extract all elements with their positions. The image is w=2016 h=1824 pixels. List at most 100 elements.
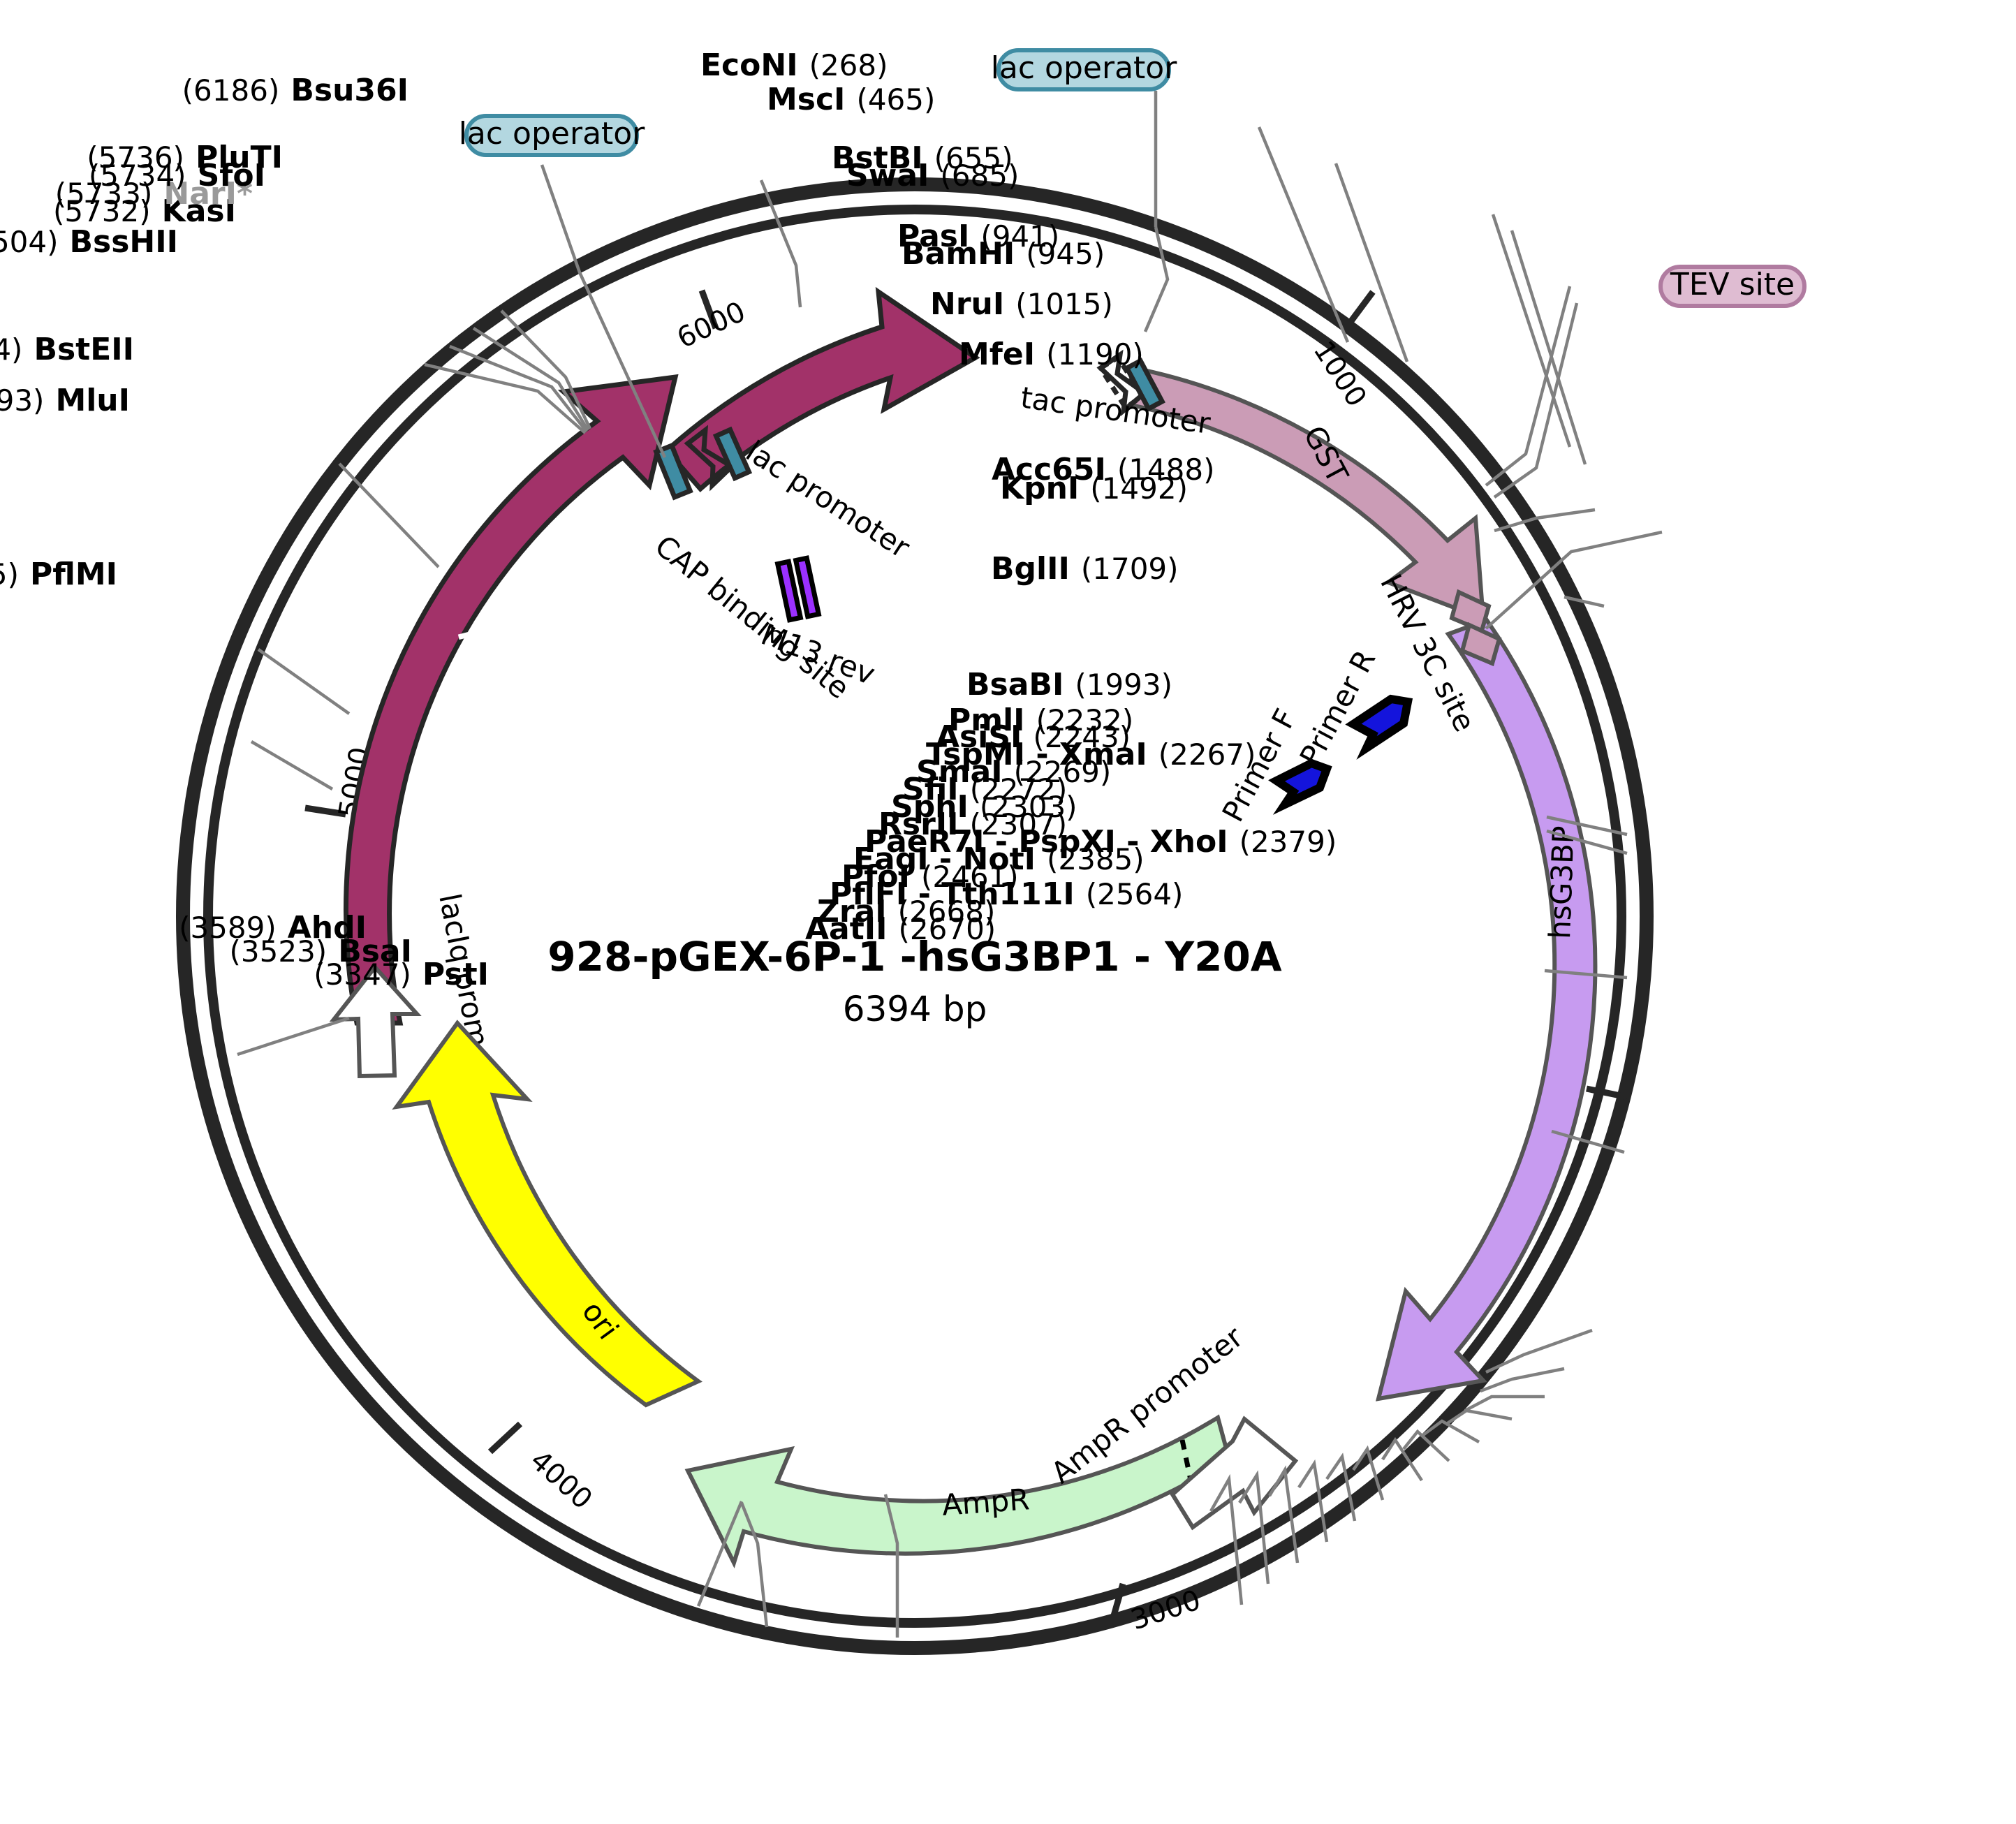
restriction-site-psti[interactable]: (3347) PstI — [314, 957, 489, 992]
site-name: PstI — [422, 957, 489, 992]
restriction-site-zrai[interactable]: ZraI(2668) — [817, 894, 995, 929]
site-position: (2307) — [970, 807, 1068, 841]
site-name: SmaI — [916, 754, 1003, 790]
tick-4000: 4000 — [487, 1421, 598, 1516]
site-position: (3347) — [314, 957, 411, 992]
feature-AmpR[interactable]: AmpR — [684, 1414, 1232, 1569]
site-name: BsaI — [338, 934, 412, 969]
svg-text:(5736)PluTI: (5736) PluTI — [87, 140, 283, 175]
site-position: (685) — [940, 159, 1019, 193]
svg-text:(5733)NarI*: (5733)NarI* — [55, 176, 253, 212]
feature-lac-promoter[interactable]: lac promoter — [684, 425, 916, 565]
svg-text:EcoNI(268): EcoNI (268) — [700, 47, 888, 83]
restriction-site-bsu36i[interactable]: (6186)Bsu36I — [182, 73, 409, 108]
svg-text:Acc65I(1488): Acc65I(1488) — [992, 452, 1215, 487]
badge-lac-operator-left[interactable]: lac operator — [459, 114, 667, 458]
feature-Primer-R[interactable]: Primer R — [1293, 645, 1413, 772]
site-position: (5093) — [0, 383, 44, 418]
badge-lac-operator-top[interactable]: lac operator — [991, 48, 1178, 332]
restriction-site-eagi-noti[interactable]: EagI - NotI(2385) — [853, 841, 1145, 877]
svg-text:SwaI(685): SwaI (685) — [846, 158, 1019, 193]
svg-text:PasI(941): PasI(941) — [897, 219, 1059, 254]
site-position: (6186) — [182, 73, 280, 108]
site-position: (2232) — [1036, 703, 1134, 737]
restriction-site-pluti[interactable]: (5736) PluTI — [87, 140, 283, 175]
restriction-site-acc65i[interactable]: Acc65I(1488) — [992, 452, 1215, 487]
restriction-site-nrui[interactable]: NruI(1015) — [930, 286, 1113, 322]
restriction-site-mfei[interactable]: MfeI(1190) — [959, 337, 1144, 372]
badge-label: TEV site — [1670, 267, 1795, 302]
feature-ori[interactable]: ori — [392, 1020, 702, 1408]
restriction-site-bsai[interactable]: (3523)BsaI — [230, 934, 412, 969]
restriction-site-bsshii[interactable]: (5504)BssHII — [0, 224, 178, 260]
svg-text:PmlI(2232): PmlI(2232) — [948, 703, 1133, 738]
restriction-site-msci[interactable]: MscI(465) — [767, 82, 935, 117]
restriction-site-swai[interactable]: SwaI (685) — [846, 158, 1019, 193]
tick-label: 3000 — [1127, 1584, 1205, 1636]
site-position: (941) — [980, 219, 1059, 253]
site-leaders — [237, 126, 1628, 1638]
site-name: SfoI — [198, 158, 265, 193]
badge-label: lac operator — [991, 50, 1178, 86]
restriction-site-bstbi[interactable]: BstBI(655) — [832, 140, 1013, 176]
svg-text:(3347)PstI: (3347) PstI — [314, 957, 489, 992]
feature-hsG3BP[interactable]: hsG3BP — [1375, 617, 1598, 1402]
restriction-site-ahdi[interactable]: (3589)AhdI — [179, 910, 367, 946]
restriction-site-sfii[interactable]: SfiI(2272) — [902, 772, 1067, 807]
restriction-site-bamhi[interactable]: BamHI(945) — [902, 236, 1105, 272]
restriction-site-pflmi[interactable]: (4675)PflMI — [0, 557, 117, 592]
site-name: PluTI — [196, 140, 283, 175]
site-name: TspMI - XmaI — [926, 737, 1147, 772]
restriction-site-sphi[interactable]: SphI(2303) — [891, 789, 1077, 825]
site-position: (268) — [809, 48, 888, 82]
restriction-site-econi[interactable]: EcoNI (268) — [700, 47, 888, 83]
site-position: (2303) — [980, 790, 1077, 824]
feature-label: AmpR — [941, 1482, 1031, 1522]
restriction-site-asisi[interactable]: AsiSI(2243) — [936, 719, 1131, 755]
restriction-site-aatii[interactable]: AatII(2670) — [805, 911, 996, 947]
site-name: EcoNI — [700, 47, 798, 83]
restriction-site-mlui[interactable]: (5093)MluI — [0, 383, 130, 418]
restriction-site-rsrii[interactable]: RsrII(2307) — [878, 807, 1067, 842]
restriction-site-pmli[interactable]: PmlI(2232) — [948, 703, 1133, 738]
feature-M13-rev[interactable]: M13 rev — [756, 555, 880, 691]
restriction-site-bsteii[interactable]: (5274)BstEII — [0, 332, 134, 367]
restriction-site-bsabi[interactable]: BsaBI(1993) — [966, 667, 1172, 703]
svg-text:EagI - NotI(2385): EagI - NotI(2385) — [853, 841, 1145, 877]
site-name: AhdI — [288, 910, 367, 946]
site-name: BglII — [991, 551, 1070, 587]
restriction-site-tspmi-xmai[interactable]: TspMI - XmaI (2267) — [926, 737, 1256, 772]
restriction-site-sfoi[interactable]: (5734)SfoI — [89, 158, 265, 193]
svg-text:(3523)BsaI: (3523)BsaI — [230, 934, 412, 969]
restriction-site-nari-[interactable]: (5733)NarI* — [55, 176, 253, 212]
feature-lacI[interactable]: lacI — [343, 374, 679, 1026]
site-position: (5736) — [87, 140, 184, 175]
feature-label: Primer R — [1293, 645, 1383, 772]
svg-text:BstBI(655): BstBI(655) — [832, 140, 1013, 176]
svg-text:SphI(2303): SphI(2303) — [891, 789, 1077, 825]
site-name: BsaBI — [966, 667, 1064, 703]
restriction-site-pasi[interactable]: PasI(941) — [897, 219, 1059, 254]
site-position: (2269) — [1014, 755, 1112, 789]
site-position: (2267) — [1158, 737, 1256, 772]
restriction-site-smai[interactable]: SmaI (2269) — [916, 754, 1111, 790]
restriction-site-kasi[interactable]: (5732)KasI — [53, 193, 236, 229]
site-name: AatII — [805, 911, 888, 947]
site-position: (1492) — [1090, 471, 1188, 506]
site-name: SwaI — [846, 158, 929, 193]
restriction-site-kpni[interactable]: KpnI(1492) — [1000, 471, 1188, 506]
restriction-site-bglii[interactable]: BglII(1709) — [991, 551, 1179, 587]
restriction-site-pfoi[interactable]: PfoI(2461) — [841, 859, 1019, 895]
site-position: (1190) — [1046, 337, 1144, 372]
site-position: (2668) — [898, 895, 996, 929]
site-position: (1015) — [1015, 287, 1113, 321]
restriction-site-pflfi-tth111i[interactable]: PflFI - Tth111I(2564) — [830, 876, 1183, 912]
svg-text:(3589)AhdI: (3589)AhdI — [179, 910, 367, 946]
site-position: (945) — [1026, 237, 1105, 271]
badge-TEV-site[interactable]: TEV site — [1485, 265, 1807, 630]
svg-text:KpnI(1492): KpnI(1492) — [1000, 471, 1188, 506]
site-position: (2461) — [921, 860, 1019, 894]
site-position: (5733) — [55, 177, 153, 211]
restriction-site-paer7i-pspxi-xhoi[interactable]: PaeR7I - PspXI - XhoI(2379) — [864, 824, 1337, 860]
